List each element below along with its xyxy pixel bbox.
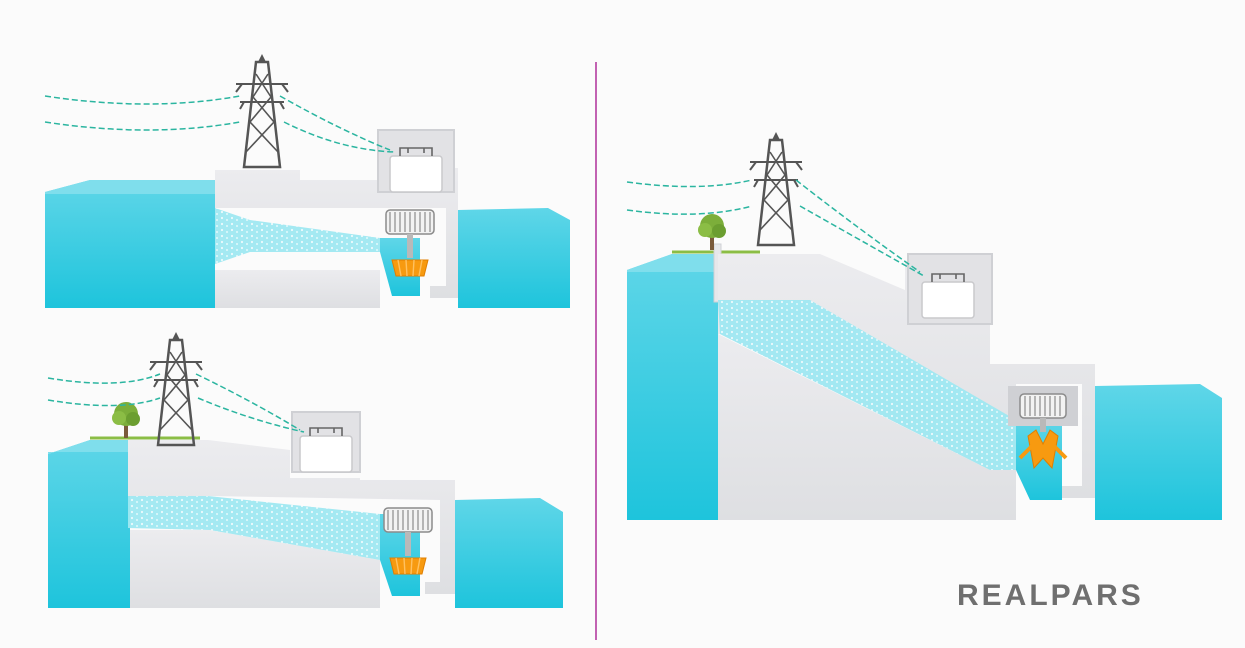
dam-diagram-top-left <box>44 52 570 308</box>
transmission-tower-icon <box>148 330 204 447</box>
tree-icon <box>698 214 726 250</box>
tree-icon <box>112 402 140 438</box>
realpars-logo: REALPARS <box>957 579 1144 612</box>
powerhouse-icon <box>907 253 993 325</box>
transmission-tower-icon <box>234 52 290 169</box>
dam-diagram-right <box>626 130 1222 520</box>
dam-diagram-bottom-left <box>47 330 563 608</box>
powerhouse-icon <box>291 411 361 473</box>
transmission-tower-icon <box>748 130 804 247</box>
powerhouse-icon <box>377 129 455 193</box>
turbine-icon <box>1018 393 1068 470</box>
